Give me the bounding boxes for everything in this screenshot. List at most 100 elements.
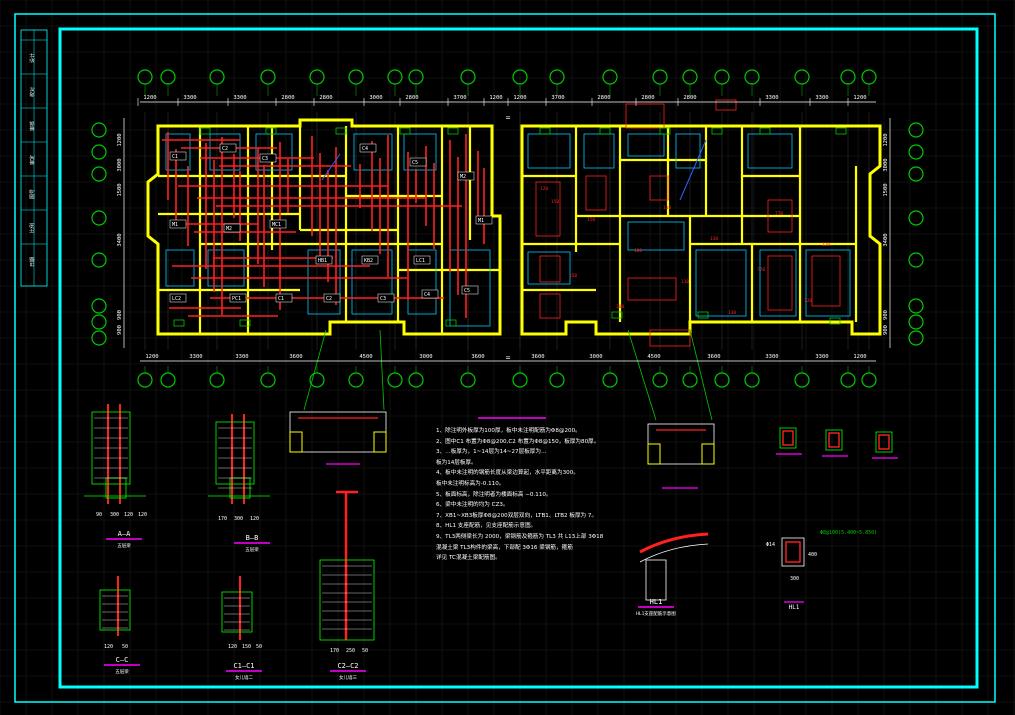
section-outline — [215, 421, 255, 485]
axis-bubble — [908, 314, 924, 330]
slab-marker — [445, 319, 457, 327]
axis-bubble — [794, 372, 810, 388]
room-lining — [527, 133, 571, 169]
room-lining — [165, 249, 195, 287]
note-line: 3、…板厚为，1~14层为14~27层板厚为… — [436, 449, 547, 456]
axis-bubble — [91, 330, 107, 346]
slab-marker — [539, 127, 551, 135]
dimension-text: 900 — [117, 325, 123, 335]
hl1-beam — [639, 532, 709, 554]
note-line: 2、图中C1 布置为Φ8@200,C2 布置为Φ8@150，板厚为80厚。 — [436, 438, 600, 445]
slab-marker — [711, 127, 723, 135]
column-rebar — [782, 430, 794, 446]
slab-marker — [611, 311, 623, 319]
break-mark: = — [506, 113, 511, 122]
rebar-note — [649, 329, 691, 347]
room-lining — [627, 133, 665, 157]
axis-bubble — [91, 314, 107, 330]
room-label: C2 — [326, 296, 332, 302]
room-label: M2 — [226, 226, 232, 232]
room-label-box — [169, 151, 187, 161]
lintel-wall — [289, 431, 303, 453]
hl1-beam-edge — [639, 543, 709, 563]
section-dim: 50 — [122, 644, 128, 650]
room-label-box — [409, 157, 427, 167]
axis-bubble — [91, 210, 107, 226]
section-title: HL1 — [650, 598, 663, 606]
axis-bubble — [260, 372, 276, 388]
room-label: C2 — [222, 146, 228, 152]
section-subtitle: 五层梁 — [117, 542, 131, 549]
section-dim: 300 — [234, 516, 243, 522]
dimension-text: 900 — [883, 325, 889, 335]
dimension-text: 3000 — [117, 158, 123, 171]
dimension-text: 3300 — [765, 354, 778, 360]
column-section — [875, 431, 893, 453]
hl1-rebar — [785, 541, 801, 563]
dimension-text: 3300 — [765, 95, 778, 101]
room-label: C1 — [278, 296, 284, 302]
dimension-text: 1200 — [117, 133, 123, 146]
section-dim: 150 — [242, 644, 251, 650]
section-dim: 120 — [104, 644, 113, 650]
section-outline — [91, 411, 131, 485]
section-dim: 120 — [138, 512, 147, 518]
rebar-label: 120 — [822, 242, 830, 248]
axis-bubble — [908, 330, 924, 346]
slab-marker — [759, 127, 771, 135]
room-label-box — [457, 171, 475, 181]
dimension-text: 2800 — [405, 95, 418, 101]
axis-bubble — [744, 372, 760, 388]
axis-bubble — [209, 69, 225, 85]
dimension-text: 2800 — [683, 95, 696, 101]
dimension-text: 3600 — [471, 354, 484, 360]
section-cc: 120 50 — [99, 576, 131, 650]
axis-bubble — [91, 252, 107, 268]
title-block-cell: 比例 — [29, 223, 36, 233]
slab-marker — [239, 319, 251, 327]
room-label-box — [275, 293, 293, 303]
beam-section — [208, 414, 270, 504]
axis-bubble — [840, 372, 856, 388]
rebar-note — [649, 175, 669, 201]
dimension-text: 3000 — [883, 158, 889, 171]
hl1-support — [645, 559, 667, 601]
room-label-box — [361, 255, 379, 265]
section-title: C1—C1 — [233, 662, 254, 670]
room-lining — [351, 249, 393, 315]
dimension-text: 1200 — [883, 133, 889, 146]
rebar-label: 150 — [587, 217, 595, 223]
general-notes: 1、除注明外板厚为100厚，板中未注明配筋为Φ8@200。 2、图中C1 布置为… — [436, 426, 636, 564]
slab-marker — [659, 127, 671, 135]
section-dim: Φ14 — [766, 542, 775, 548]
dimension-text: 3600 — [289, 354, 302, 360]
title-block-cell: 设计 — [29, 53, 36, 63]
axis-bubble — [137, 69, 153, 85]
room-lining — [527, 251, 571, 285]
column-section — [825, 429, 843, 451]
room-label-box — [229, 293, 247, 303]
section-dim: 90 — [96, 512, 102, 518]
axis-bubble — [861, 69, 877, 85]
rebar-label: 770 — [775, 211, 783, 217]
dimension-text: 3000 — [369, 95, 382, 101]
rebar-note — [539, 255, 561, 283]
room-lining — [805, 249, 851, 317]
section-dim: Φ8@100(5.400~5.850) — [820, 530, 877, 536]
slab-marker — [335, 127, 347, 135]
axis-bubble — [91, 166, 107, 182]
rebar-label: 110 — [681, 279, 689, 285]
exterior-wall — [520, 124, 882, 336]
section-dim: 50 — [256, 644, 262, 650]
exterior-wall — [146, 118, 502, 336]
room-label-box — [169, 293, 187, 303]
axis-bubble — [908, 144, 924, 160]
section-leader — [627, 329, 657, 421]
note-line: 板为14层板厚。 — [436, 459, 477, 466]
inner-frame — [58, 27, 979, 689]
section-dim: 170 — [218, 516, 227, 522]
section-title: A—A — [118, 530, 131, 538]
